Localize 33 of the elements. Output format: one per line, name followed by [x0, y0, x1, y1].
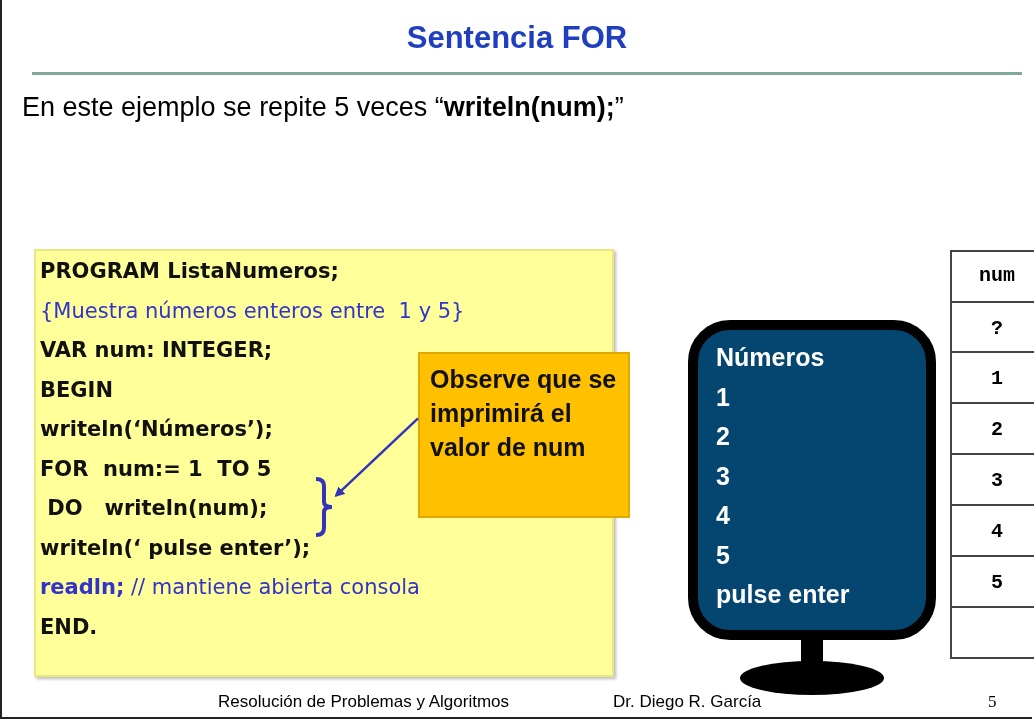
code-line: writeln(‘Números’); [40, 416, 273, 443]
table-cell: 3 [991, 469, 1003, 492]
callout-text: Observe que se imprimirá el valor de num [430, 364, 618, 463]
table-cell: 4 [991, 520, 1003, 543]
monitor-screen [688, 320, 936, 640]
code-line: PROGRAM ListaNumeros; [40, 258, 339, 285]
author-text: Dr. Diego R. García [613, 692, 762, 712]
table-cell: ? [991, 316, 1003, 340]
table-cell: 2 [991, 418, 1003, 441]
console-output: pulse enter [716, 581, 850, 608]
console-output: 1 [716, 383, 730, 411]
bullet-text: En este ejemplo se repite 5 veces “writeln(num);” [22, 92, 624, 123]
slide-title: Sentencia FOR [405, 20, 629, 56]
table-cell: 1 [991, 367, 1003, 390]
table-cell: 5 [991, 571, 1003, 594]
console-output: 3 [716, 462, 730, 490]
console-output: 5 [716, 541, 730, 569]
console-output: Números [716, 344, 825, 371]
code-comment-line: readln; // mantiene abierta consola [40, 574, 420, 601]
page-number: 5 [988, 692, 997, 712]
column-header: num [979, 264, 1015, 287]
code-line: BEGIN [40, 376, 113, 404]
code-line: VAR num: INTEGER; [40, 337, 273, 364]
callout-box [418, 352, 630, 518]
code-line: writeln(‘ pulse enter’); [40, 534, 311, 562]
footer-text: Resolución de Problemas y Algoritmos [218, 692, 510, 712]
console-output: 4 [716, 502, 730, 529]
code-line: END. [40, 613, 98, 641]
code-comment-line: {Muestra números enteros entre 1 y 5} [40, 297, 465, 325]
code-line: FOR num:= 1 TO 5 [40, 455, 272, 483]
console-output: 2 [716, 423, 730, 450]
code-line: DO writeln(num); [46, 495, 268, 522]
arrow [334, 417, 419, 498]
